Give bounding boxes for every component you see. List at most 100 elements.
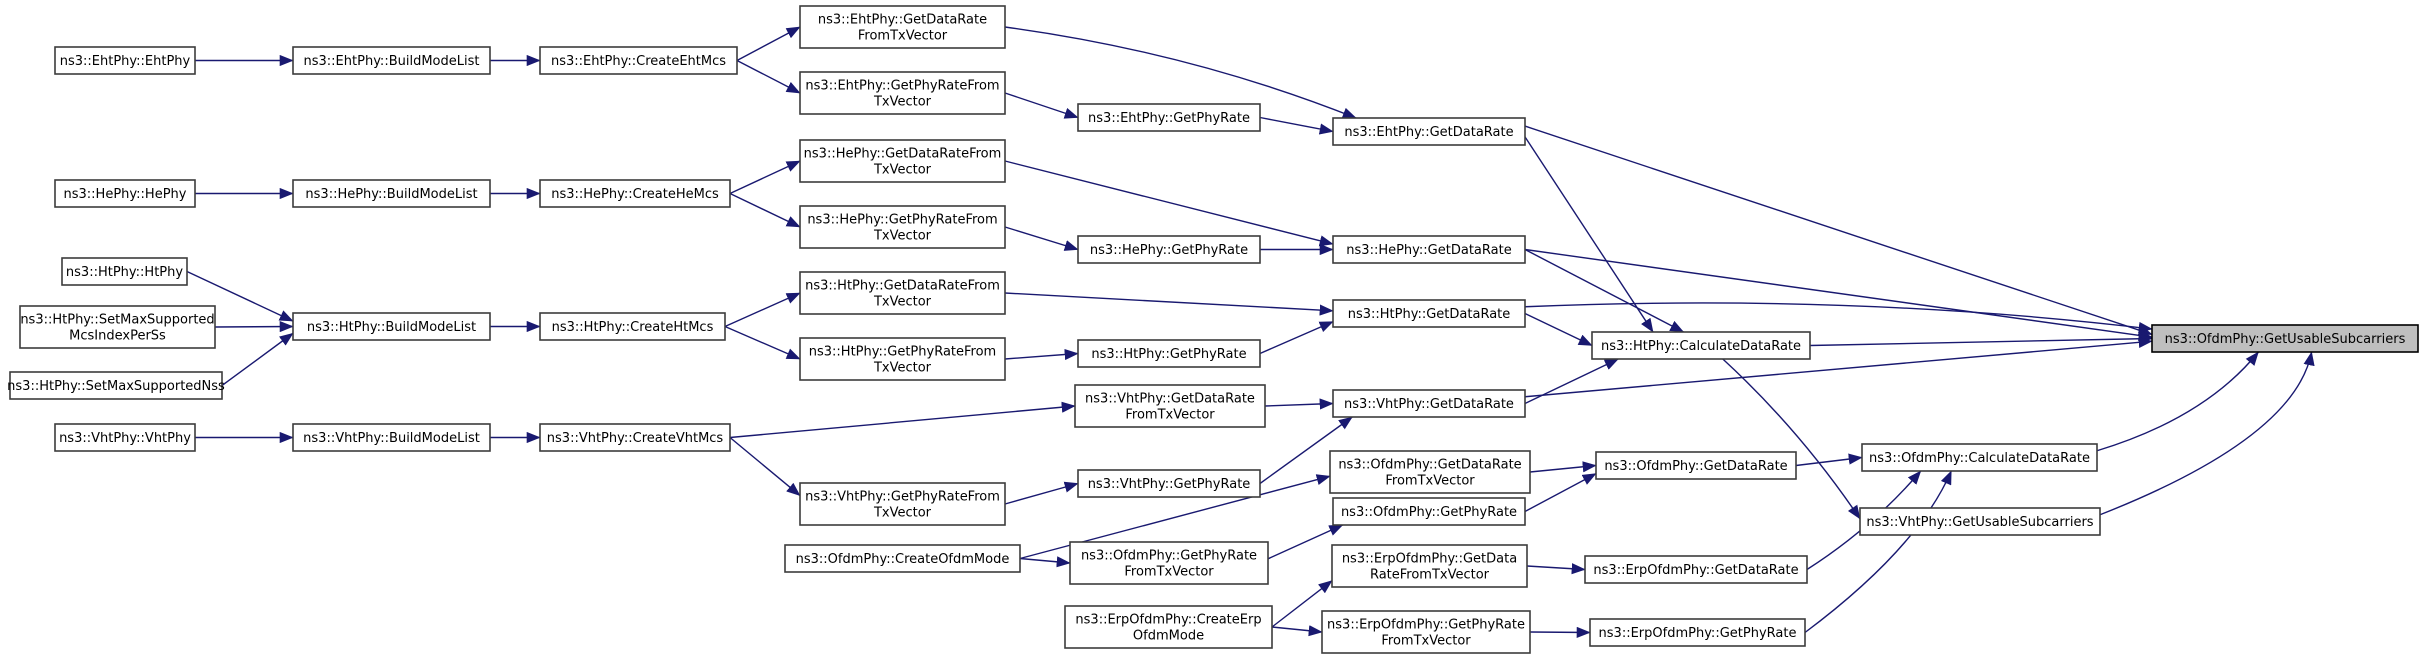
node-box bbox=[1074, 384, 1266, 428]
node-box bbox=[292, 423, 491, 452]
graph-node-c2[interactable]: ns3::HtPhy::BuildModeList bbox=[292, 312, 491, 341]
graph-node-b2[interactable]: ns3::HePhy::BuildModeList bbox=[292, 179, 491, 208]
call-edge-a7-c8 bbox=[1524, 136, 1654, 333]
graph-node-d3[interactable]: ns3::VhtPhy::CreateVhtMcs bbox=[539, 423, 731, 452]
node-box bbox=[1064, 605, 1273, 649]
call-edge-f1-f3 bbox=[1271, 625, 1323, 637]
call-edge-c1b-c2 bbox=[214, 320, 294, 333]
call-edge-c5-c6 bbox=[1004, 348, 1079, 361]
graph-node-f5[interactable]: ns3::ErpOfdmPhy::GetPhyRate bbox=[1589, 618, 1806, 647]
node-label: ns3::VhtPhy::GetDataRate bbox=[1344, 397, 1514, 412]
graph-node-a3[interactable]: ns3::EhtPhy::CreateEhtMcs bbox=[539, 46, 738, 75]
node-label: ns3::VhtPhy::CreateVhtMcs bbox=[547, 431, 724, 446]
call-edge-a7-g bbox=[1524, 125, 2153, 336]
node-box bbox=[539, 312, 726, 341]
graph-node-b6[interactable]: ns3::HePhy::GetPhyRate bbox=[1077, 235, 1261, 264]
node-label: ns3::EhtPhy::CreateEhtMcs bbox=[551, 54, 726, 69]
graph-node-c1[interactable]: ns3::HtPhy::HtPhy bbox=[61, 257, 188, 286]
graph-node-c8[interactable]: ns3::HtPhy::CalculateDataRate bbox=[1591, 331, 1811, 360]
call-edge-a5-a6 bbox=[1004, 92, 1079, 119]
call-edge-c3-c5 bbox=[724, 325, 801, 360]
node-label: ns3::EhtPhy::GetPhyRate bbox=[1088, 111, 1250, 126]
call-edge-a6-a7 bbox=[1259, 116, 1334, 135]
call-edge-e4-e5 bbox=[1529, 461, 1597, 473]
node-label: McsIndexPerSs bbox=[69, 329, 166, 344]
node-box bbox=[292, 46, 491, 75]
graph-node-e7[interactable]: ns3::VhtPhy::GetUsableSubcarriers bbox=[1859, 507, 2101, 536]
node-label: ns3::HtPhy::HtPhy bbox=[66, 265, 183, 280]
call-edge-c1c-c2 bbox=[221, 332, 294, 387]
call-edge-b5-b6 bbox=[1004, 226, 1079, 251]
graph-node-c1c[interactable]: ns3::HtPhy::SetMaxSupportedNss bbox=[7, 371, 225, 400]
target-function-node[interactable]: ns3::OfdmPhy::GetUsableSubcarriers bbox=[2151, 324, 2419, 353]
graph-node-a2[interactable]: ns3::EhtPhy::BuildModeList bbox=[292, 46, 491, 75]
node-label: ns3::OfdmPhy::CalculateDataRate bbox=[1869, 451, 2090, 466]
graph-node-c6[interactable]: ns3::HtPhy::GetPhyRate bbox=[1077, 339, 1261, 368]
node-label: ns3::HePhy::GetDataRateFrom bbox=[804, 147, 1002, 162]
graph-node-d1[interactable]: ns3::VhtPhy::VhtPhy bbox=[54, 423, 196, 452]
node-box bbox=[19, 305, 216, 349]
call-edge-f5-e6 bbox=[1804, 470, 1952, 634]
node-box bbox=[799, 139, 1006, 183]
node-box bbox=[799, 482, 1006, 526]
graph-node-c3[interactable]: ns3::HtPhy::CreateHtMcs bbox=[539, 312, 726, 341]
graph-node-b7[interactable]: ns3::HePhy::GetDataRate bbox=[1332, 235, 1526, 264]
node-label: ns3::OfdmPhy::GetDataRate bbox=[1338, 458, 1521, 473]
call-edge-f2-f4 bbox=[1526, 563, 1586, 575]
node-box bbox=[2151, 324, 2419, 353]
graph-node-f4[interactable]: ns3::ErpOfdmPhy::GetDataRate bbox=[1584, 555, 1808, 584]
graph-node-b1[interactable]: ns3::HePhy::HePhy bbox=[54, 179, 196, 208]
graph-node-d6[interactable]: ns3::VhtPhy::GetPhyRate bbox=[1077, 469, 1261, 498]
graph-node-a1[interactable]: ns3::EhtPhy::EhtPhy bbox=[54, 46, 196, 75]
node-label: ns3::HtPhy::GetPhyRateFrom bbox=[809, 345, 996, 360]
node-box bbox=[1595, 451, 1797, 480]
node-box bbox=[54, 179, 196, 208]
node-label: FromTxVector bbox=[1385, 474, 1475, 489]
node-label: ns3::HtPhy::GetDataRate bbox=[1348, 307, 1511, 322]
node-label: TxVector bbox=[873, 361, 932, 376]
graph-node-e5[interactable]: ns3::OfdmPhy::GetDataRate bbox=[1595, 451, 1797, 480]
graph-node-e1[interactable]: ns3::OfdmPhy::CreateOfdmMode bbox=[784, 544, 1021, 573]
graph-node-e3[interactable]: ns3::OfdmPhy::GetPhyRate bbox=[1332, 497, 1526, 526]
call-edge-c8-e7 bbox=[1722, 358, 1861, 520]
call-edge-b7-g bbox=[1524, 248, 2153, 341]
graph-node-b3[interactable]: ns3::HePhy::CreateHeMcs bbox=[539, 179, 731, 208]
node-box bbox=[1332, 117, 1526, 146]
graph-node-e6[interactable]: ns3::OfdmPhy::CalculateDataRate bbox=[1861, 443, 2098, 472]
node-label: ns3::HePhy::BuildModeList bbox=[305, 187, 477, 202]
call-edge-b7-c8 bbox=[1524, 248, 1685, 333]
call-edge-d5-d6 bbox=[1004, 481, 1079, 505]
graph-node-a7[interactable]: ns3::EhtPhy::GetDataRate bbox=[1332, 117, 1526, 146]
graph-node-d2[interactable]: ns3::VhtPhy::BuildModeList bbox=[292, 423, 491, 452]
node-box bbox=[1077, 235, 1261, 264]
graph-node-a6[interactable]: ns3::EhtPhy::GetPhyRate bbox=[1077, 103, 1261, 132]
node-box bbox=[539, 46, 738, 75]
call-edge-b3-b4 bbox=[729, 160, 801, 195]
node-label: ns3::ErpOfdmPhy::CreateErp bbox=[1075, 613, 1261, 628]
graph-node-d7[interactable]: ns3::VhtPhy::GetDataRate bbox=[1332, 389, 1526, 418]
node-box bbox=[1584, 555, 1808, 584]
graph-node-c7[interactable]: ns3::HtPhy::GetDataRate bbox=[1332, 299, 1526, 328]
call-edge-f3-f5 bbox=[1529, 626, 1591, 638]
call-edge-d7-g bbox=[1524, 336, 2153, 398]
call-edge-c3-c4 bbox=[724, 292, 801, 328]
node-box bbox=[1077, 469, 1261, 498]
node-box bbox=[539, 423, 731, 452]
node-label: ns3::OfdmPhy::CreateOfdmMode bbox=[796, 552, 1010, 567]
node-label: TxVector bbox=[873, 295, 932, 310]
